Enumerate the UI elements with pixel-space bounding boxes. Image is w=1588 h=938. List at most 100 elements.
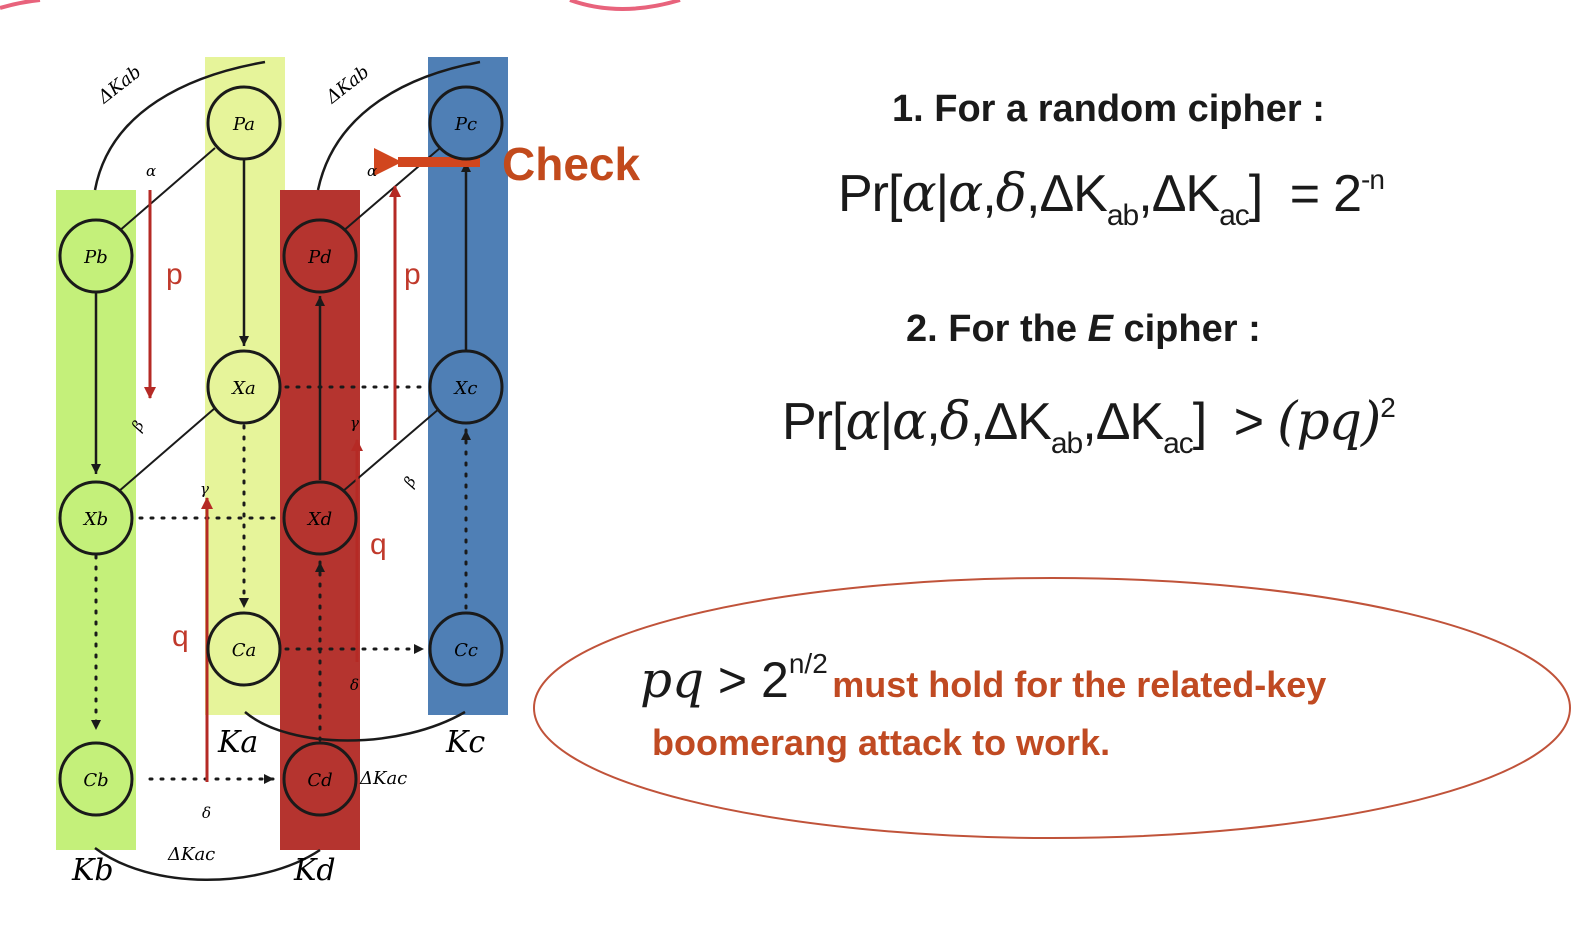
- node-pb-label: Pb: [83, 247, 108, 268]
- alpha-left: α: [146, 162, 156, 180]
- key-ka: Ka: [217, 725, 258, 760]
- beta-right: β: [399, 473, 420, 491]
- delta-right: δ: [350, 676, 359, 694]
- f2-alpha2: α: [892, 392, 927, 452]
- node-pd-label: Pd: [307, 247, 332, 268]
- f1-rhs-exp: -n: [1361, 164, 1385, 195]
- prob-q-right: q: [370, 528, 387, 561]
- heading2-em: E: [1087, 308, 1113, 350]
- node-xb-label: Xb: [82, 509, 108, 530]
- f1-relation: =: [1289, 165, 1320, 223]
- dkab-arc-right: [316, 60, 481, 191]
- decorative-stroke-left: [0, 0, 41, 10]
- formula-e-cipher: Pr[α|α,δ,ΔKab,ΔKac] >(pq)2: [782, 392, 1396, 461]
- node-pb: Pb: [58, 218, 134, 294]
- cond-exp: n/2: [788, 648, 828, 679]
- f1-dk1: ΔK: [1039, 165, 1107, 223]
- dkac-arc-right: [244, 710, 466, 742]
- prob-q-left: q: [172, 620, 189, 653]
- f2-alpha1: α: [845, 392, 880, 452]
- cond-relation: >: [717, 652, 748, 708]
- f2-bar: |: [879, 393, 893, 451]
- cond-base: 2: [761, 652, 789, 708]
- f2-dk1-sub: ab: [1050, 427, 1083, 460]
- node-ca: Ca: [206, 611, 282, 687]
- dkab-label-left: ΔKab: [93, 61, 145, 108]
- f2-bracket-open: [: [832, 393, 846, 451]
- node-xd-label: Xd: [306, 509, 332, 530]
- f1-alpha1: α: [901, 164, 936, 224]
- condition-text-line2: boomerang attack to work.: [652, 722, 1111, 763]
- f2-comma2: ,: [969, 393, 984, 451]
- key-kc: Kc: [445, 725, 485, 760]
- node-cd-label: Cd: [307, 770, 332, 791]
- node-xc: Xc: [428, 349, 504, 425]
- gamma-right: γ: [350, 414, 359, 432]
- f2-relation: >: [1233, 393, 1264, 451]
- pb-pa-link: [117, 147, 216, 233]
- condition-formula: pq > 2n/2: [640, 648, 828, 709]
- check-label: Check: [502, 138, 640, 190]
- f2-comma3: ,: [1082, 393, 1096, 451]
- f1-comma3: ,: [1138, 165, 1152, 223]
- heading-e-cipher: 2. For the E cipher :: [906, 308, 1261, 351]
- heading2-suffix: cipher :: [1112, 308, 1261, 350]
- f2-comma1: ,: [926, 393, 940, 451]
- node-cd: Cd: [282, 741, 358, 817]
- dkac-label-bottom: ΔKac: [167, 844, 215, 865]
- formula-random-cipher: Pr[α|α,δ,ΔKab,ΔKac] =2-n: [838, 164, 1385, 233]
- node-xd: Xd: [282, 480, 358, 556]
- delta-bottom: δ: [202, 804, 211, 822]
- dkac-arc-bottom: [94, 847, 321, 881]
- key-kd: Kd: [293, 853, 336, 888]
- node-ca-label: Ca: [232, 640, 257, 661]
- f2-lhs: Pr: [782, 393, 833, 451]
- dkac-label-right: ΔKac: [359, 768, 407, 789]
- node-cc: Cc: [428, 611, 504, 687]
- f2-delta: δ: [939, 392, 971, 452]
- xb-xa-link: [117, 407, 216, 493]
- heading2-prefix: 2. For the: [906, 308, 1088, 350]
- node-cb-label: Cb: [83, 770, 108, 791]
- node-pa-label: Pa: [232, 114, 255, 135]
- f2-dk2-sub: ac: [1163, 427, 1194, 460]
- f1-dk2: ΔK: [1151, 165, 1220, 223]
- f1-bar: |: [935, 165, 949, 223]
- node-cc-label: Cc: [454, 640, 478, 661]
- decorative-stroke-center: [569, 0, 681, 11]
- condition-line1: pq > 2n/2 must hold for the related-key: [640, 648, 1326, 709]
- prob-p-left: p: [166, 258, 183, 291]
- cond-lhs: pq: [640, 651, 705, 709]
- f1-comma2: ,: [1025, 165, 1040, 223]
- alpha-right: α: [367, 162, 377, 180]
- f1-rhs-base: 2: [1333, 165, 1362, 223]
- f1-bracket-open: [: [888, 165, 902, 223]
- node-xc-label: Xc: [453, 378, 478, 399]
- f1-alpha2: α: [948, 164, 983, 224]
- prob-p-right: p: [404, 258, 421, 291]
- dkab-arc-left: [93, 60, 266, 191]
- condition-text-line1: must hold for the related-key: [832, 664, 1327, 705]
- f1-lhs: Pr: [838, 165, 889, 223]
- f1-dk2-sub: ac: [1219, 199, 1250, 232]
- node-pc: Pc: [428, 85, 504, 161]
- f2-bracket-close: ]: [1192, 393, 1207, 451]
- f2-rhs-exp: 2: [1380, 392, 1396, 423]
- f1-comma1: ,: [982, 165, 996, 223]
- f1-bracket-close: ]: [1248, 165, 1263, 223]
- f1-delta: δ: [995, 164, 1027, 224]
- node-pa: Pa: [206, 85, 282, 161]
- node-xb: Xb: [58, 480, 134, 556]
- condition-ellipse: [533, 577, 1571, 839]
- heading-random-cipher: 1. For a random cipher :: [892, 88, 1325, 130]
- node-xa-label: Xa: [230, 378, 256, 399]
- f2-dk1: ΔK: [983, 393, 1051, 451]
- dkab-label-right: ΔKab: [321, 61, 373, 108]
- node-pc-label: Pc: [454, 114, 477, 135]
- node-cb: Cb: [58, 741, 134, 817]
- node-pd: Pd: [282, 218, 358, 294]
- key-kb: Kb: [71, 853, 114, 888]
- gamma-left: γ: [200, 480, 209, 498]
- f2-rhs: (pq): [1277, 392, 1381, 452]
